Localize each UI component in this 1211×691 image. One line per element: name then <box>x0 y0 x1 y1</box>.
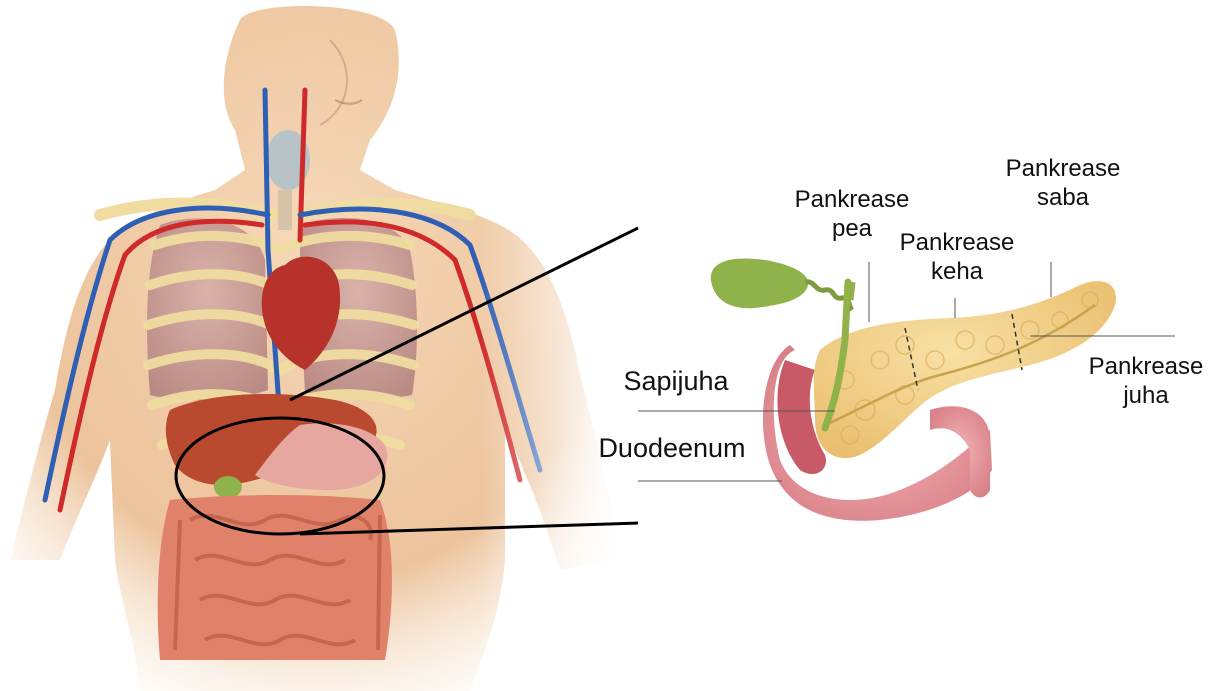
label-sapijuha: Sapijuha <box>596 365 756 397</box>
label-duodeenum: Duodeenum <box>577 432 767 464</box>
gallbladder <box>711 258 808 308</box>
human-torso <box>10 6 620 691</box>
gallbladder-small <box>214 476 242 498</box>
intestines <box>158 495 392 660</box>
